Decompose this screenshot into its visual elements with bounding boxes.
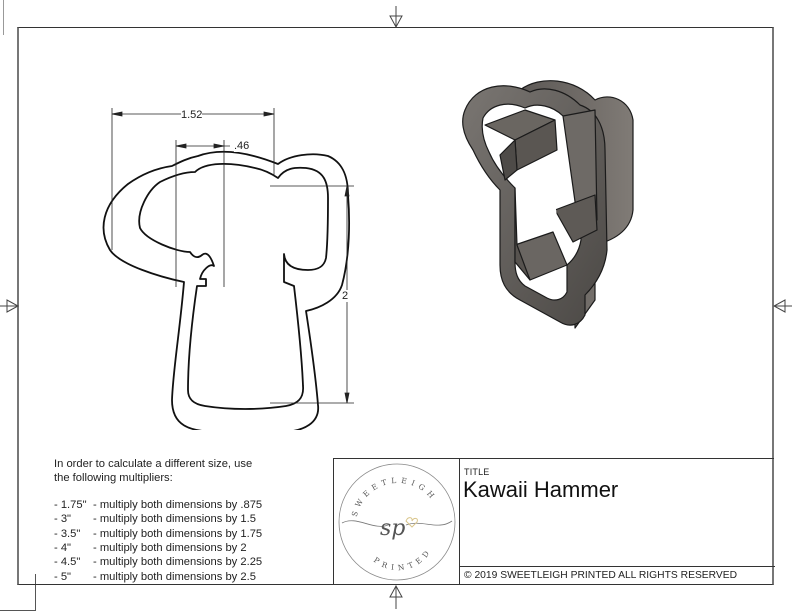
inner-contour xyxy=(138,163,329,410)
dimension-overall-height: 2 xyxy=(342,290,349,302)
multiplier-size: - 1.75" xyxy=(54,498,87,511)
logo-top-text: SWEETLEIGH xyxy=(350,476,435,518)
notes-intro-line: In order to calculate a different size, … xyxy=(54,458,253,470)
notes-intro-line: the following multipliers: xyxy=(54,472,173,485)
size-multiplier-notes: In order to calculate a different size, … xyxy=(54,457,262,584)
drawing-title: Kawaii Hammer xyxy=(463,477,619,502)
multiplier-row: - 4.5" - multiply both dimensions by 2.2… xyxy=(54,555,262,569)
title-block: SWEETLEIGH PRINTED sp TITLE Kawaii Hamme… xyxy=(333,458,775,585)
logo-monogram: sp xyxy=(380,516,405,541)
isometric-view xyxy=(462,80,634,329)
copyright-row: © 2019 SWEETLEIGH PRINTED ALL RIGHTS RES… xyxy=(460,566,775,585)
center-mark-top-icon xyxy=(389,6,403,29)
center-mark-bottom-icon xyxy=(389,585,403,609)
multiplier-text: - multiply both dimensions by 2.5 xyxy=(93,570,256,583)
logo-cell: SWEETLEIGH PRINTED sp xyxy=(334,459,460,585)
copyright-text: © 2019 SWEETLEIGH PRINTED ALL RIGHTS RES… xyxy=(464,570,738,581)
multiplier-size: - 3" xyxy=(54,513,72,526)
svg-text:PRINTED: PRINTED xyxy=(372,546,434,573)
multiplier-row: - 1.75" - multiply both dimensions by .8… xyxy=(54,498,262,512)
multiplier-size: - 4" xyxy=(54,542,72,555)
dimension-handle-width: .46 xyxy=(234,140,250,152)
center-mark-left-icon xyxy=(0,299,20,313)
multiplier-row: - 5" - multiply both dimensions by 2.5 xyxy=(54,570,262,584)
multiplier-text: - multiply both dimensions by 1.75 xyxy=(93,527,263,540)
outer-contour xyxy=(102,151,350,430)
logo-bottom-text: PRINTED xyxy=(372,546,429,573)
multiplier-text: - multiply both dimensions by 2.25 xyxy=(93,556,263,569)
multiplier-text: - multiply both dimensions by .875 xyxy=(93,498,263,511)
multiplier-size: - 5" xyxy=(54,570,72,583)
multiplier-row: - 4" - multiply both dimensions by 2 xyxy=(54,541,262,555)
multiplier-row: - 3.5" - multiply both dimensions by 1.7… xyxy=(54,527,262,541)
outline-view xyxy=(102,108,354,430)
multiplier-size: - 4.5" xyxy=(54,556,81,569)
multiplier-text: - multiply both dimensions by 1.5 xyxy=(93,513,256,526)
dimension-overall-width: 1.52 xyxy=(181,109,203,121)
page-corner-mark xyxy=(0,0,4,35)
sweetleigh-logo: SWEETLEIGH PRINTED sp xyxy=(338,463,456,581)
page-corner-mark xyxy=(0,574,36,611)
center-mark-right-icon xyxy=(773,299,792,313)
multiplier-text: - multiply both dimensions by 2 xyxy=(93,542,247,555)
multiplier-row: - 3" - multiply both dimensions by 1.5 xyxy=(54,512,262,526)
title-label: TITLE xyxy=(464,467,490,477)
svg-text:SWEETLEIGH: SWEETLEIGH xyxy=(350,476,439,518)
multiplier-size: - 3.5" xyxy=(54,527,81,540)
